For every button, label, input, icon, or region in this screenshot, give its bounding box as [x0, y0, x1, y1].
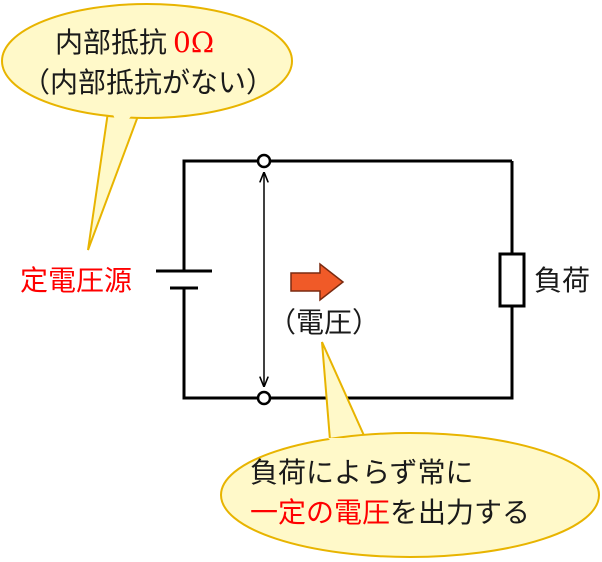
wire-left-top: [182, 159, 258, 271]
circuit: [182, 159, 514, 400]
callout-top-bubble: [1, 3, 293, 119]
callout-bottom-tail: [321, 341, 368, 441]
callout-constant-voltage: 負荷によらず常に 一定の電圧を出力する: [220, 341, 600, 558]
callout-top-tail: [87, 110, 140, 251]
callout-bottom-line1: 負荷によらず常に: [250, 456, 473, 489]
constant-voltage-highlight: 一定の電圧: [250, 496, 390, 529]
battery-symbol-icon: [156, 269, 212, 290]
callout-top-prefix: 内部抵抗: [55, 26, 167, 59]
callout-bottom-bubble: [220, 432, 600, 558]
terminal-top: [256, 153, 272, 169]
terminal-bottom: [256, 390, 272, 406]
internal-resistance-value: 0Ω: [173, 26, 214, 59]
wire-right-bottom: [270, 306, 514, 400]
resistor-symbol-icon: [498, 252, 526, 308]
voltage-arrow-icon: [290, 262, 345, 302]
callout-top-line2: （内部抵抗がない）: [22, 66, 274, 99]
source-label: 定電圧源: [20, 264, 132, 297]
voltage-label: （電圧）: [268, 306, 380, 339]
load-label: 負荷: [534, 264, 590, 297]
wire-left-bottom: [182, 288, 258, 400]
svg-text:一定の電圧を出力する: 一定の電圧を出力する: [250, 496, 530, 529]
callout-bottom-line2-rest: を出力する: [390, 496, 530, 529]
